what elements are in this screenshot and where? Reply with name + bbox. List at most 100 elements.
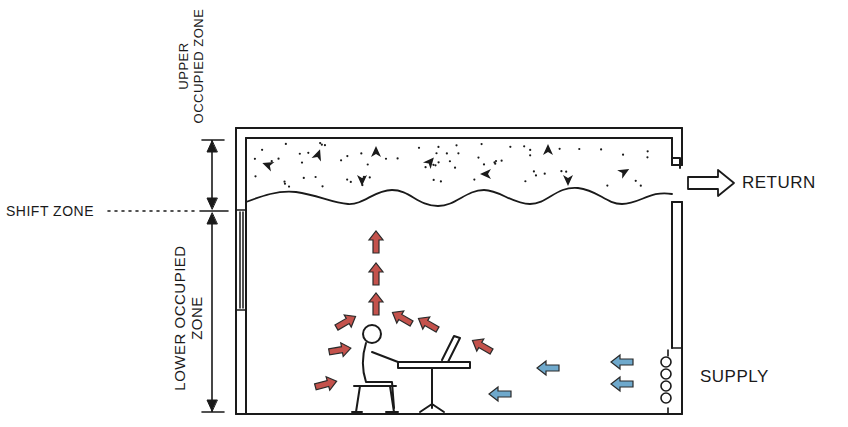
supply-air-arrow	[611, 377, 633, 391]
left-wall	[236, 128, 246, 414]
chair	[352, 386, 398, 412]
heat-dot	[299, 153, 301, 155]
heat-dot	[361, 184, 363, 186]
mixing-arrowhead	[423, 154, 438, 169]
mixing-arrowhead	[543, 144, 553, 155]
heat-dot	[455, 144, 457, 146]
heat-dot	[363, 176, 365, 178]
heat-dot	[437, 146, 439, 148]
right-wall	[672, 128, 682, 414]
window	[236, 210, 246, 310]
heat-dot	[261, 149, 263, 151]
zone-label: LOWER OCCUPIED ZONE	[171, 223, 206, 413]
supply-air-arrow	[489, 387, 511, 401]
heat-dot	[301, 161, 303, 163]
dimension-arrowhead	[207, 141, 217, 411]
heat-dot	[454, 167, 456, 169]
heat-dot	[477, 156, 479, 158]
heat-dot	[314, 176, 316, 178]
heat-dot	[646, 156, 648, 158]
heat-dot	[367, 163, 369, 165]
heat-dot	[271, 160, 273, 162]
heat-dot	[480, 143, 482, 145]
heat-dot	[432, 164, 434, 166]
heat-dot	[307, 152, 309, 154]
heat-dot	[435, 152, 437, 154]
heat-dot	[600, 148, 602, 150]
heat-dot	[434, 164, 436, 166]
heat-dot	[319, 142, 321, 144]
mixing-arrowhead	[357, 175, 367, 186]
warm-air-arrow	[333, 310, 359, 333]
heat-dot	[606, 185, 608, 187]
heat-dot	[647, 150, 649, 152]
return-grille	[672, 158, 682, 202]
heat-dot	[303, 177, 305, 179]
heat-dot	[254, 175, 256, 177]
dimension-line	[200, 140, 228, 412]
heat-dot	[533, 170, 535, 172]
mixing-arrowhead	[312, 148, 325, 162]
zone-label: UPPER OCCUPIED ZONE	[177, 4, 207, 128]
heat-dot	[283, 181, 285, 183]
heat-dot	[418, 147, 420, 149]
floor	[236, 413, 682, 415]
heat-dot	[340, 159, 342, 161]
warm-air-arrow	[314, 374, 339, 393]
heat-dot	[350, 181, 352, 183]
heat-dot	[360, 152, 362, 154]
heat-dot	[473, 178, 475, 180]
heat-dot	[285, 143, 287, 145]
warm-air-arrow	[369, 263, 383, 285]
heat-dot	[457, 152, 459, 154]
heat-dot	[529, 149, 531, 151]
laptop	[422, 336, 460, 362]
heat-dot	[438, 161, 440, 163]
mixing-arrowhead	[261, 158, 275, 171]
warm-air-arrow	[469, 334, 495, 357]
heat-dot	[324, 144, 326, 146]
heat-dot	[321, 185, 323, 187]
heat-dot	[535, 174, 537, 176]
heat-dot	[501, 160, 503, 162]
heat-dot	[277, 158, 279, 160]
heat-dot	[369, 176, 371, 178]
supply-air-arrow	[611, 355, 633, 369]
heat-dot	[524, 180, 526, 182]
return-arrow	[688, 170, 734, 196]
heat-dot	[509, 146, 511, 148]
heat-dot	[578, 148, 580, 150]
heat-dot	[397, 157, 399, 159]
zone-label: SHIFT ZONE	[6, 203, 94, 219]
flow-label: RETURN	[742, 173, 816, 193]
diffuser-coils	[661, 357, 671, 403]
heat-dot	[424, 166, 426, 168]
heat-dot	[635, 180, 637, 182]
ceiling	[236, 128, 682, 138]
warm-air-arrow	[369, 293, 383, 315]
heat-dot	[446, 152, 448, 154]
heat-dot	[284, 183, 286, 185]
supply-air-arrow	[537, 361, 559, 375]
heat-dot	[560, 170, 562, 172]
stratification-line	[246, 188, 672, 206]
warm-air-arrow	[415, 312, 441, 335]
heat-dot	[449, 160, 451, 162]
heat-dot	[622, 154, 624, 156]
mixing-arrowhead	[563, 175, 573, 186]
heat-dot	[483, 163, 485, 165]
heat-dot	[494, 163, 496, 165]
heat-dot	[529, 154, 531, 156]
warm-air-arrow	[328, 341, 352, 359]
mixing-arrowhead	[480, 169, 491, 179]
heat-dot	[385, 158, 387, 160]
mixing-arrowhead	[617, 165, 632, 179]
desk	[398, 336, 470, 412]
heat-dot	[346, 155, 348, 157]
flow-label: SUPPLY	[700, 367, 769, 387]
heat-dot	[640, 185, 642, 187]
heat-dot	[254, 158, 256, 160]
heat-dot	[440, 180, 442, 182]
